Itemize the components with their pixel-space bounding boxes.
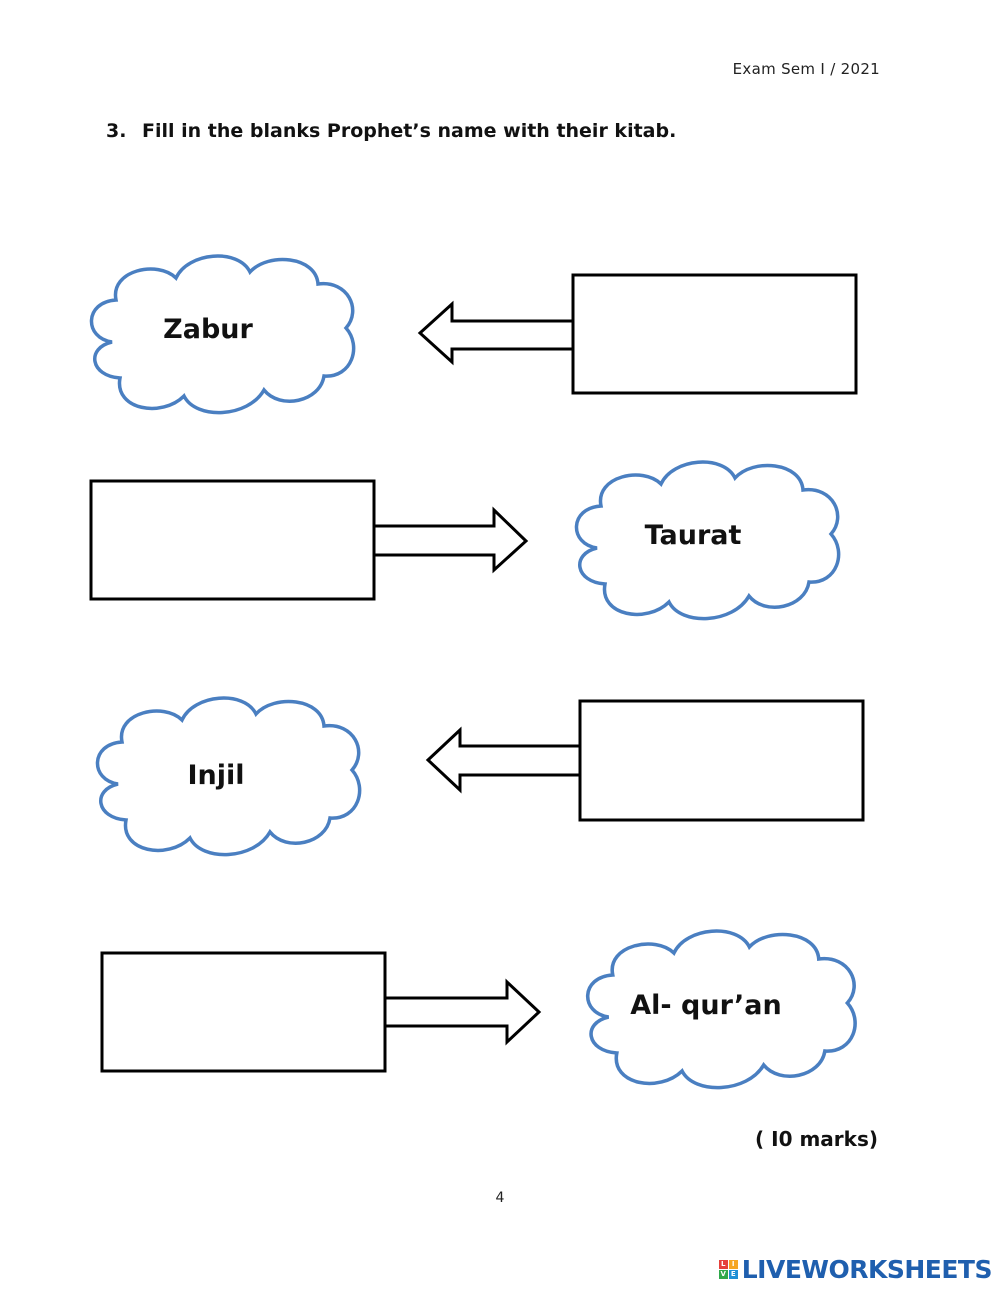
- liveworksheets-brand: L I V E LIVEWORKSHEETS: [718, 1254, 993, 1284]
- answer-box-alquran[interactable]: [100, 951, 387, 1073]
- liveworksheets-logo-icon: L I V E: [718, 1259, 738, 1279]
- pair-row-3: Injil: [95, 696, 865, 857]
- pair-row-1: Zabur: [89, 254, 858, 415]
- answer-box-injil[interactable]: [578, 699, 865, 822]
- question-prompt: 3. Fill in the blanks Prophet’s name with…: [106, 120, 676, 142]
- kitab-label-alquran: Al- qur’an: [630, 990, 781, 1021]
- question-text: Fill in the blanks Prophet’s name with t…: [142, 120, 677, 142]
- kitab-label-zabur: Zabur: [163, 314, 253, 345]
- kitab-label-injil: Injil: [187, 760, 244, 791]
- pair-row-2: Taurat: [89, 460, 841, 621]
- exam-header: Exam Sem I / 2021: [732, 60, 880, 78]
- pair-row-4: Al- qur’an: [100, 929, 857, 1090]
- question-number: 3.: [106, 120, 127, 142]
- page-number: 4: [495, 1190, 505, 1206]
- marks-label: ( I0 marks): [755, 1127, 878, 1151]
- answer-box-taurat[interactable]: [89, 479, 376, 601]
- answer-box-zabur[interactable]: [571, 273, 858, 395]
- brand-name: LIVEWORKSHEETS: [741, 1254, 993, 1284]
- kitab-label-taurat: Taurat: [645, 520, 742, 551]
